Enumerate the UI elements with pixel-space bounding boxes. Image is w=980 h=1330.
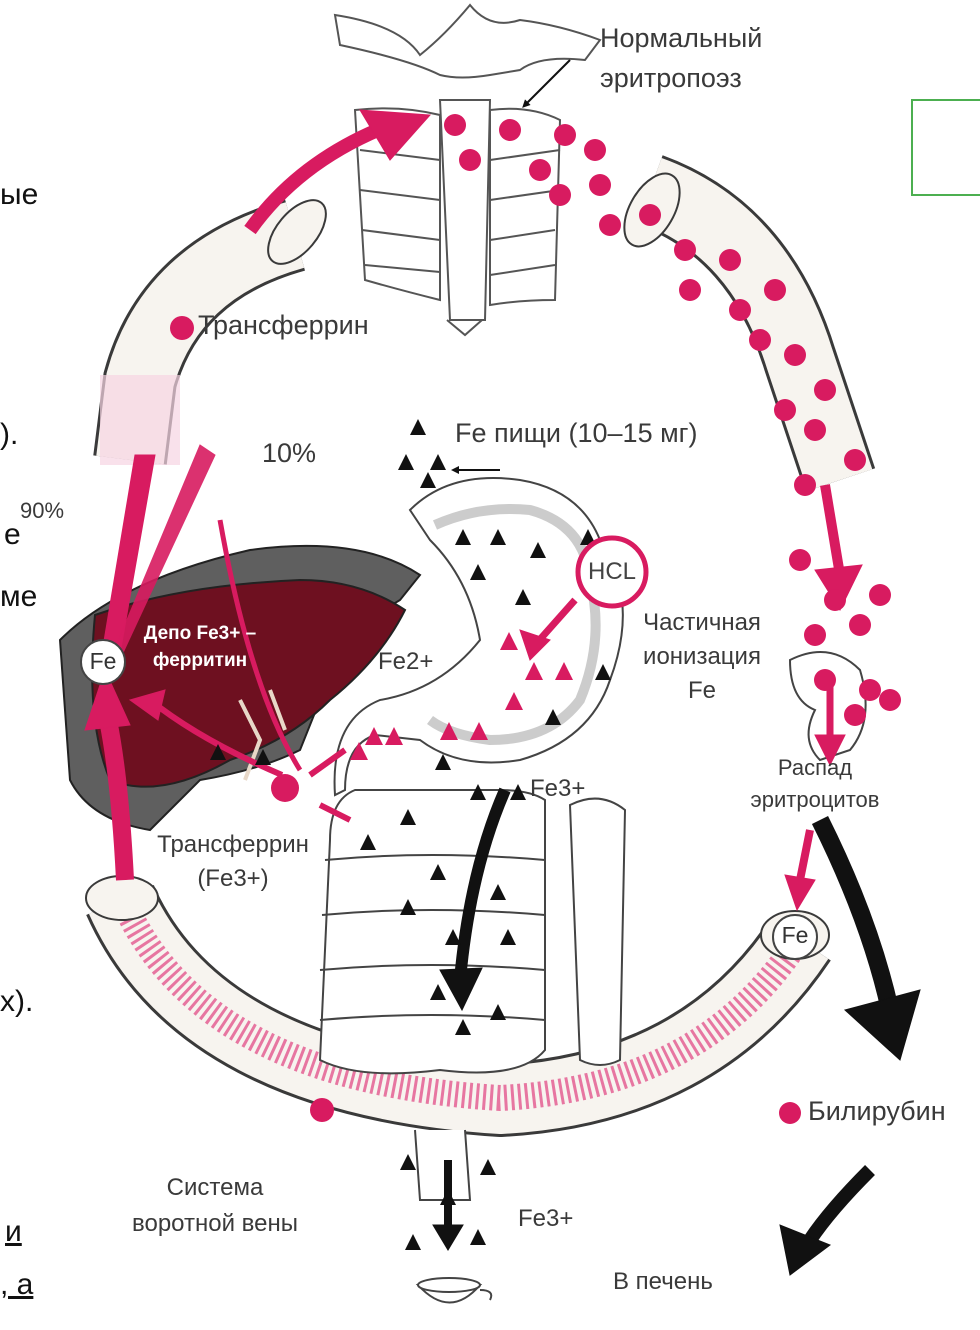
label-bilirubin: Билирубин [808, 1096, 946, 1127]
label-transferrin-bottom: Трансферрин (Fe3+) [128, 828, 338, 896]
edge-text-5: х). [0, 985, 33, 1019]
intestine-drawing [320, 790, 625, 1200]
label-fe-right: Fe [773, 922, 817, 949]
label-hcl: HCL [578, 558, 646, 586]
green-box [912, 100, 980, 195]
label-portal-system: Система воротной вены [95, 1170, 335, 1242]
edge-text-3: е [4, 518, 21, 552]
label-fe-liver: Fe [81, 648, 125, 675]
label-fe3-mid: Fe3+ [530, 775, 585, 803]
edge-text-1: ые [0, 178, 38, 212]
label-partial-ionization: Частичная ионизация Fe [622, 606, 782, 708]
label-fe2: Fe2+ [378, 648, 433, 676]
edge-text-7: , а [0, 1268, 33, 1302]
edge-text-6: и [5, 1215, 22, 1249]
label-to-liver: В печень [613, 1268, 713, 1296]
label-percent-10: 10% [262, 438, 316, 469]
label-normal-erythropoiesis: Нормальный эритропоэз [600, 18, 762, 98]
label-depot-ferritin: Депо Fe3+ – ферритин [130, 620, 270, 674]
edge-text-2: ). [0, 418, 18, 452]
label-fe3-bottom: Fe3+ [518, 1205, 573, 1233]
label-percent-90: 90% [20, 498, 64, 524]
label-transferrin-top: Трансферрин [198, 310, 369, 341]
cup-icon [418, 1278, 491, 1303]
label-rbc-breakdown: Распад эритроцитов [720, 752, 910, 816]
edge-text-4: ме [0, 580, 37, 614]
label-food-iron: Fe пищи (10–15 мг) [455, 418, 698, 449]
